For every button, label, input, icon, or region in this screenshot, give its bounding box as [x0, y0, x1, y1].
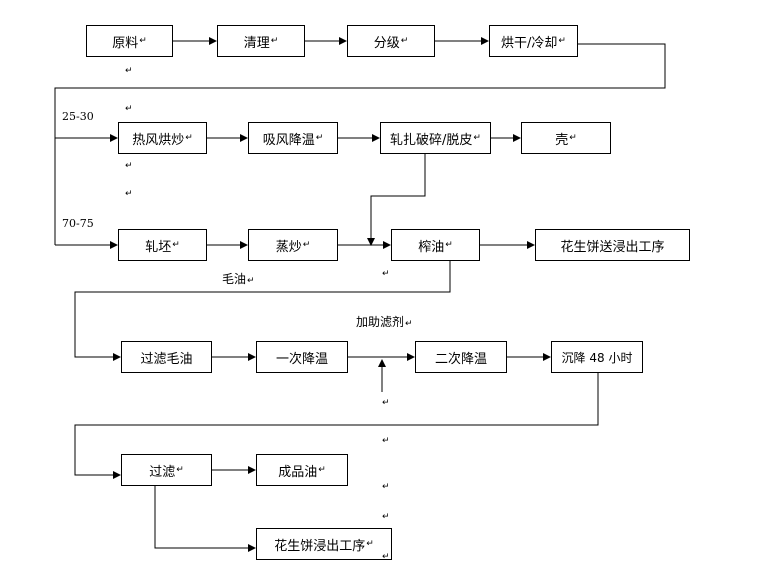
filter-aid-label: 加助滤剂↵ [356, 315, 413, 329]
step-filter-crude-oil: 过滤毛油 [121, 341, 212, 373]
arrow-filter-leach [154, 485, 256, 552]
crude-oil-label: 毛油↵ [222, 272, 255, 286]
arrow-settle-filter [74, 373, 599, 479]
paragraph-mark: ↵ [382, 436, 390, 446]
paragraph-mark: ↵ [125, 66, 133, 76]
step-second-cool: 二次降温 [415, 341, 507, 373]
step-raw-material: 原料↵ [86, 25, 173, 57]
temperature-label-2: 70-75 [62, 217, 94, 230]
paragraph-mark: ↵ [382, 398, 390, 408]
step-press: 榨油↵ [391, 229, 480, 261]
step-cake-to-leach: 花生饼送浸出工序 [535, 229, 690, 261]
paragraph-mark: ↵ [382, 482, 390, 492]
step-shell: 壳↵ [521, 122, 611, 154]
paragraph-mark: ↵ [382, 269, 390, 279]
step-cake-leach-process: 花生饼浸出工序↵ [256, 528, 392, 560]
step-flake: 轧坯↵ [118, 229, 207, 261]
paragraph-mark: ↵ [125, 161, 133, 171]
temperature-label-1: 25-30 [62, 110, 94, 123]
step-hot-air-roast: 热风烘炒↵ [118, 122, 207, 154]
step-settle-48h: 沉降 48 小时 [551, 341, 643, 373]
step-filter: 过滤↵ [121, 454, 212, 486]
paragraph-mark: ↵ [125, 104, 133, 114]
arrow-dry-hotroast [54, 43, 666, 142]
step-first-cool: 一次降温 [256, 341, 348, 373]
step-suction-cool: 吸风降温↵ [248, 122, 338, 154]
step-dry-cool: 烘干/冷却↵ [489, 25, 578, 57]
paragraph-mark: ↵ [382, 512, 390, 522]
step-clean: 清理↵ [217, 25, 305, 57]
step-steam-roast: 蒸炒↵ [248, 229, 338, 261]
step-finished-oil: 成品油↵ [256, 454, 348, 486]
arrow-crush-press [367, 154, 426, 246]
step-crush-peel: 轧扎破碎/脱皮↵ [380, 122, 491, 154]
arrow-press-filtercrude [74, 261, 451, 361]
paragraph-mark: ↵ [125, 189, 133, 199]
step-grade: 分级↵ [347, 25, 435, 57]
paragraph-mark: ↵ [382, 552, 390, 562]
